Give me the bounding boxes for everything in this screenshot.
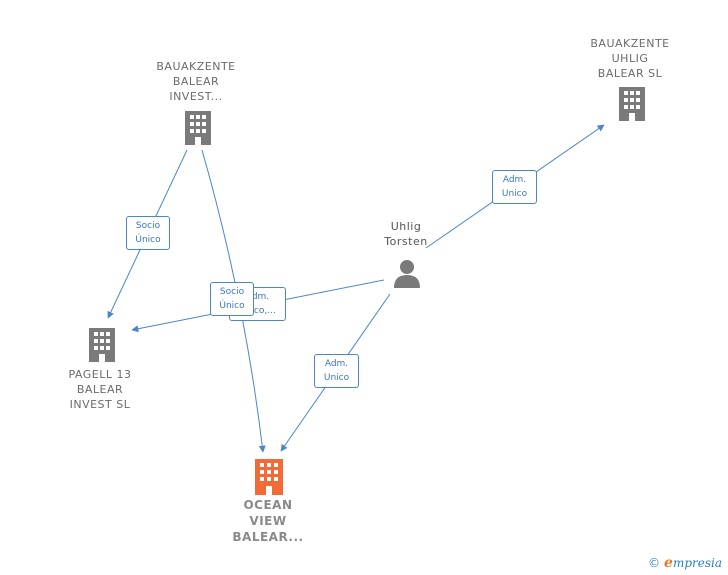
copyright-symbol: © <box>648 556 661 570</box>
node-uhlig-torsten[interactable]: Uhlig Torsten <box>366 219 446 249</box>
brand-initial: e <box>664 555 673 571</box>
person-icon <box>394 260 420 288</box>
node-label: OCEAN VIEW BALEAR... <box>232 498 304 544</box>
brand-name: mpresia <box>672 556 722 570</box>
node-bauakzente-balear[interactable]: BAUAKZENTE BALEAR INVEST... <box>136 59 256 104</box>
edge-label-uhlig-ocean[interactable]: Adm. Unico <box>314 354 359 388</box>
node-label: BAUAKZENTE BALEAR INVEST... <box>156 60 236 103</box>
node-ocean-view[interactable]: OCEAN VIEW BALEAR... <box>208 497 328 545</box>
node-label: BAUAKZENTE UHLIG BALEAR SL <box>590 37 670 80</box>
edge-label-bauakzente-pagell[interactable]: Socio Único <box>126 216 170 250</box>
node-bauakzente-uhlig[interactable]: BAUAKZENTE UHLIG BALEAR SL <box>570 36 690 81</box>
building-icon <box>619 87 645 121</box>
edge-label-bauakzente-ocean[interactable]: Socio Único <box>210 282 254 316</box>
node-label: PAGELL 13 BALEAR INVEST SL <box>68 368 132 411</box>
building-icon <box>89 328 115 362</box>
node-pagell[interactable]: PAGELL 13 BALEAR INVEST SL <box>40 367 160 412</box>
empresia-brand: ©empresia <box>648 555 722 571</box>
building-icon <box>185 111 211 145</box>
node-label: Uhlig Torsten <box>384 220 428 248</box>
building-icon <box>255 459 283 495</box>
edge-label-uhlig-bauakzente-uhlig[interactable]: Adm. Unico <box>492 170 537 204</box>
